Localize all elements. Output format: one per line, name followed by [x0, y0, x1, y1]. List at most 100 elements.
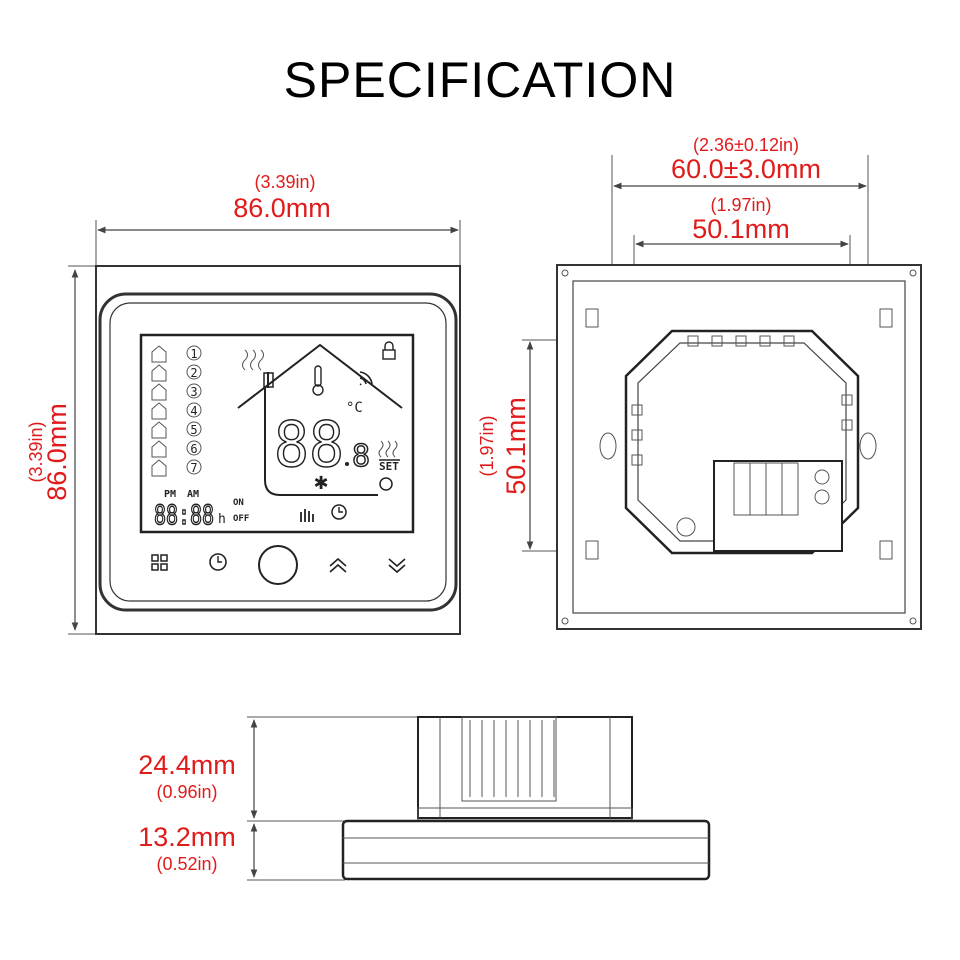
chimney-icon	[263, 372, 274, 388]
temperature-digits: 88	[274, 408, 344, 481]
house-icon	[151, 402, 167, 420]
screw-hole	[561, 269, 569, 277]
housing-tab	[841, 394, 853, 406]
housing-tab	[631, 429, 643, 441]
program-number: 3	[190, 385, 197, 399]
mount-clip	[879, 540, 893, 560]
page-title: SPECIFICATION	[284, 52, 677, 108]
side-panel	[341, 819, 711, 881]
mount-slot	[859, 432, 877, 460]
down-button[interactable]	[388, 558, 406, 574]
lock-icon	[382, 341, 396, 360]
side-depth-mm-label: 24.4mm	[138, 750, 236, 780]
screw-hole	[561, 617, 569, 625]
clock-button-icon	[209, 553, 227, 571]
program-badge	[186, 440, 202, 456]
heat-waves-icon	[242, 349, 264, 371]
celsius-unit: °C	[346, 400, 363, 416]
heating-icon	[378, 440, 398, 458]
screw-hole	[909, 269, 917, 277]
side-body	[417, 716, 633, 819]
program-item: 3	[151, 383, 202, 401]
front-height-mm-label: 86.0mm	[42, 403, 72, 501]
back-height-in-label: (1.97in)	[477, 415, 497, 476]
program-item: 2	[151, 364, 202, 382]
program-list: 1 2 3 4 5	[151, 345, 202, 477]
back-height-mm-label: 50.1mm	[501, 397, 531, 495]
house-icon	[151, 440, 167, 458]
am-label: AM	[187, 489, 199, 500]
screw-hole	[909, 617, 917, 625]
grid-icon	[151, 554, 159, 562]
grid-icon	[160, 554, 168, 562]
up-button[interactable]	[329, 557, 347, 573]
clock-digits: 88:88	[154, 500, 214, 531]
housing-tab	[783, 335, 795, 347]
mount-slot	[599, 432, 617, 460]
clock-button[interactable]	[209, 553, 227, 571]
program-number: 5	[190, 423, 197, 437]
front-width-mm-label: 86.0mm	[233, 193, 331, 223]
housing-tab	[711, 335, 723, 347]
back-view: (2.36±0.12in) 60.0±3.0mm (1.97in) 50.1mm…	[477, 135, 922, 630]
mounting-hole	[676, 517, 696, 537]
power-button[interactable]	[258, 545, 298, 585]
program-number: 4	[190, 404, 197, 418]
back-outer-width-mm-label: 60.0±3.0mm	[671, 154, 821, 184]
back-inner-width-mm-label: 50.1mm	[692, 214, 790, 244]
menu-button[interactable]	[151, 554, 168, 571]
grid-icon	[151, 563, 159, 571]
program-item: 6	[151, 440, 202, 458]
back-outer-width-in-label: (2.36±0.12in)	[693, 135, 799, 155]
terminal-block	[713, 460, 843, 552]
housing-tab	[759, 335, 771, 347]
house-icon	[151, 345, 167, 363]
program-number: 6	[190, 442, 197, 456]
mount-clip	[585, 308, 599, 328]
terminal-hole	[814, 469, 830, 485]
program-badge	[186, 421, 202, 437]
lcd-screen	[139, 333, 415, 534]
house-icon	[151, 459, 167, 477]
house-icon	[151, 364, 167, 382]
back-inner-width-in-label: (1.97in)	[710, 195, 771, 215]
terminal-hole	[814, 489, 830, 505]
mount-clip	[879, 308, 893, 328]
front-view: (3.39in) 86.0mm (3.39in) 86.0mm 1	[26, 172, 461, 635]
snowflake-icon: ✱	[313, 473, 328, 494]
house-icon	[151, 383, 167, 401]
program-badge	[186, 345, 202, 361]
grid-icon	[160, 563, 168, 571]
front-height-in-label: (3.39in)	[26, 421, 46, 482]
housing-tab	[631, 454, 643, 466]
housing-tab	[735, 335, 747, 347]
decimal-point	[345, 462, 349, 466]
side-terminal-block	[461, 716, 557, 802]
mount-clip	[585, 540, 599, 560]
program-badge	[186, 402, 202, 418]
refresh-icon	[379, 477, 393, 491]
program-item: 1	[151, 345, 202, 363]
wifi-icon	[359, 371, 373, 386]
set-label: SET	[379, 460, 399, 473]
off-label: OFF	[233, 514, 249, 524]
side-panel-in-label: (0.52in)	[156, 854, 217, 874]
clock-unit: h	[218, 512, 226, 527]
housing-tab	[631, 404, 643, 416]
back-plate-inner-edge	[572, 280, 906, 614]
house-icon	[151, 421, 167, 439]
program-number: 7	[190, 461, 197, 475]
clock-icon	[331, 504, 347, 520]
pm-label: PM	[164, 489, 176, 500]
side-depth-in-label: (0.96in)	[156, 782, 217, 802]
program-item: 4	[151, 402, 202, 420]
program-number: 1	[190, 347, 197, 361]
thermometer-icon	[312, 365, 324, 396]
program-item: 7	[151, 459, 202, 477]
program-badge	[186, 383, 202, 399]
temperature-decimal-digit: 8	[352, 439, 370, 474]
front-width-in-label: (3.39in)	[254, 172, 315, 192]
side-view: 24.4mm (0.96in) 13.2mm (0.52in)	[138, 716, 711, 881]
front-glass-inner-edge	[109, 302, 447, 602]
